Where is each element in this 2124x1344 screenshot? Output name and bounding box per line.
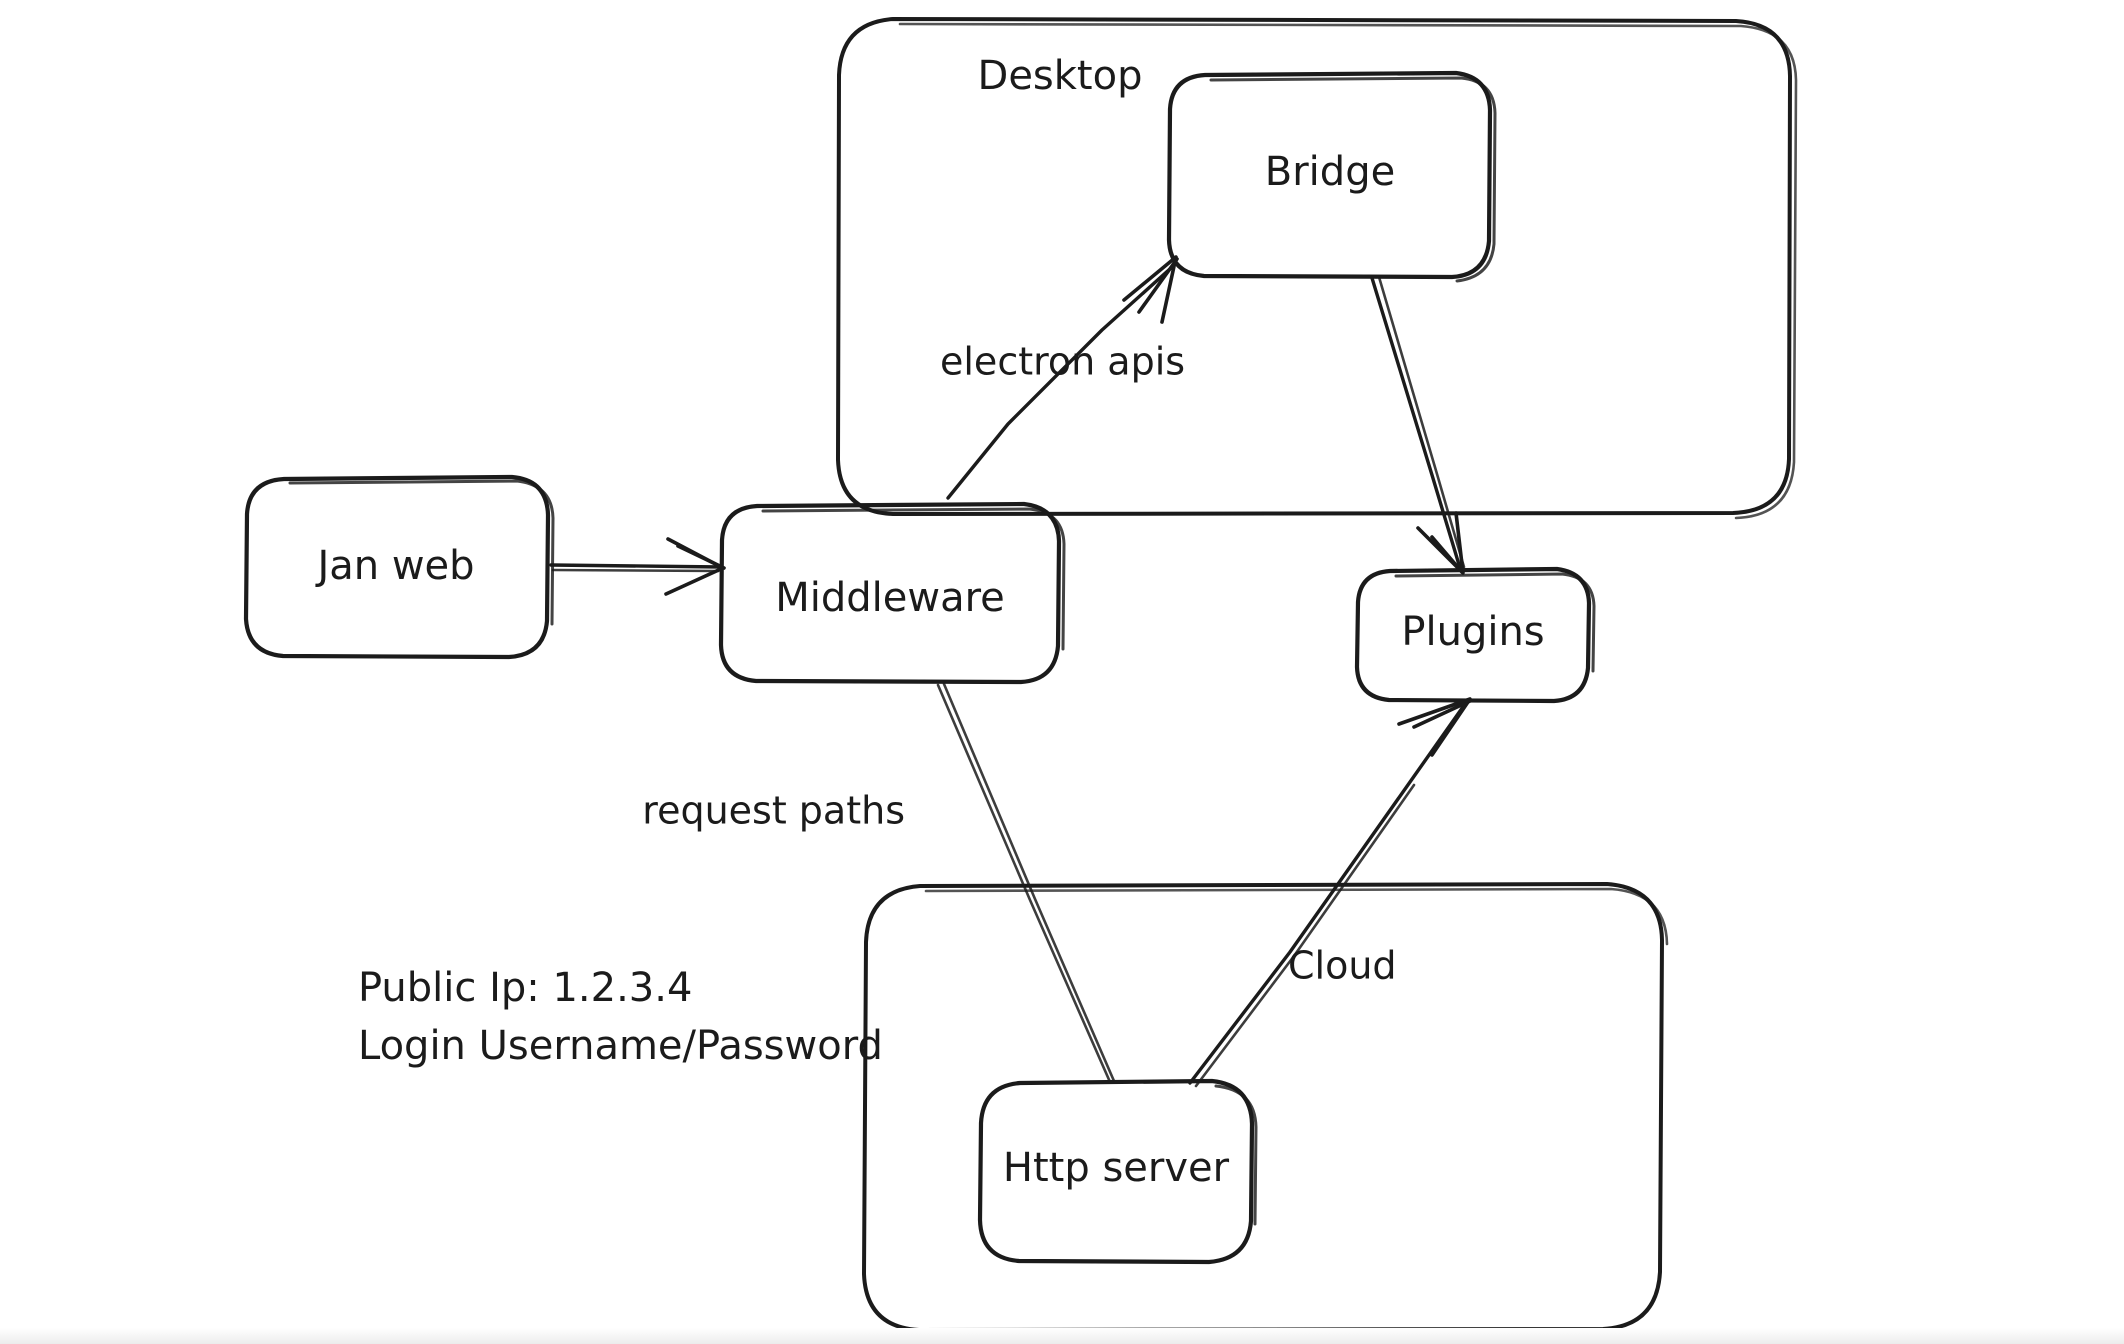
edge-jan-web-to-middleware bbox=[549, 537, 726, 596]
edge-line bbox=[946, 266, 1173, 500]
node-box-sketch bbox=[1209, 76, 1497, 283]
edge-label-electron-apis: electron apis bbox=[940, 340, 1185, 384]
node-label-plugins: Plugins bbox=[1401, 609, 1544, 655]
node-http-server[interactable]: Http server bbox=[977, 1078, 1258, 1265]
note-line-public-ip: Public Ip: 1.2.3.4 bbox=[358, 965, 692, 1011]
edge-line bbox=[1370, 276, 1462, 570]
credentials-note: Public Ip: 1.2.3.4 Login Username/Passwo… bbox=[358, 965, 883, 1069]
node-label-middleware: Middleware bbox=[775, 575, 1005, 621]
note-line-login: Login Username/Password bbox=[358, 1023, 883, 1069]
node-jan-web[interactable]: Jan web bbox=[243, 474, 555, 660]
edge-line bbox=[936, 683, 1112, 1084]
edge-label-cloud: Cloud bbox=[1288, 944, 1397, 988]
edge-label-request-paths: request paths bbox=[642, 789, 905, 833]
node-box-sketch bbox=[1394, 572, 1596, 673]
group-desktop: Desktop bbox=[836, 17, 1798, 520]
node-box-sketch bbox=[288, 479, 555, 626]
node-box bbox=[1354, 566, 1592, 704]
edge-line-sketch bbox=[1377, 275, 1466, 569]
arrowhead-icon-sketch bbox=[676, 544, 726, 570]
arrowhead-icon-sketch bbox=[1430, 535, 1464, 574]
edge-line bbox=[549, 563, 724, 569]
node-box bbox=[1166, 70, 1493, 280]
desktop-group-label: Desktop bbox=[978, 53, 1143, 99]
node-box-sketch bbox=[761, 507, 1066, 651]
node-box bbox=[718, 501, 1062, 685]
desktop-group-outline-sketch bbox=[898, 22, 1798, 520]
arrowhead-icon-sketch bbox=[1137, 257, 1179, 314]
desktop-group-outline bbox=[836, 17, 1792, 516]
arrowhead-icon-sketch bbox=[1412, 699, 1472, 729]
edge-line-sketch bbox=[942, 682, 1116, 1083]
edge-middleware-to-bridge: electron apis bbox=[940, 255, 1185, 500]
node-label-jan-web: Jan web bbox=[314, 543, 474, 589]
node-box-sketch bbox=[1214, 1084, 1258, 1226]
node-middleware[interactable]: Middleware bbox=[718, 501, 1066, 685]
node-plugins[interactable]: Plugins bbox=[1354, 566, 1596, 704]
cloud-group-outline-sketch bbox=[924, 887, 1669, 946]
edge-bridge-to-plugins bbox=[1370, 275, 1466, 575]
edge-http-server-to-plugins: Cloud bbox=[1188, 697, 1472, 1088]
node-label-bridge: Bridge bbox=[1265, 149, 1395, 195]
edge-line-sketch bbox=[1194, 783, 1416, 1088]
edge-line bbox=[1188, 702, 1467, 1085]
edge-middleware-to-http-server: request paths bbox=[642, 682, 1116, 1084]
node-bridge[interactable]: Bridge bbox=[1166, 70, 1497, 283]
arrowhead-icon bbox=[1122, 255, 1178, 324]
edge-line-sketch bbox=[551, 568, 720, 573]
node-label-http-server: Http server bbox=[1003, 1145, 1230, 1191]
bottom-edge-strip bbox=[0, 1328, 2124, 1344]
